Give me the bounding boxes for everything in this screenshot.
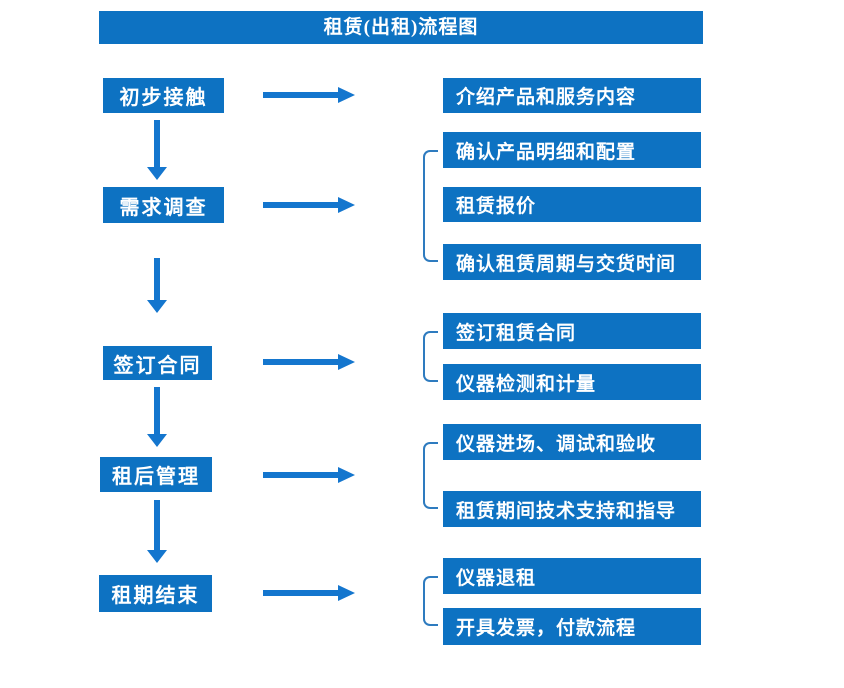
right-arrow-icon-3 <box>263 354 355 370</box>
group-bracket-demand-survey <box>423 150 438 262</box>
down-arrow-icon-2 <box>147 258 167 313</box>
step-box-rental-end: 租期结束 <box>99 575 212 612</box>
detail-box-sign-rental-contract: 签订租赁合同 <box>443 313 701 349</box>
step-box-initial-contact: 初步接触 <box>103 78 224 113</box>
detail-box-instrument-return: 仪器退租 <box>443 558 701 594</box>
detail-box-confirm-period-delivery: 确认租赁周期与交货时间 <box>443 244 701 280</box>
flowchart-title: 租赁(出租)流程图 <box>99 11 703 44</box>
detail-box-rental-quote: 租赁报价 <box>443 187 701 222</box>
step-box-demand-survey: 需求调查 <box>103 187 224 223</box>
step-box-post-rental-management: 租后管理 <box>100 457 212 492</box>
right-arrow-icon-2 <box>263 197 355 213</box>
detail-box-instrument-entry-acceptance: 仪器进场、调试和验收 <box>443 424 701 460</box>
down-arrow-icon-4 <box>147 500 167 563</box>
group-bracket-post-rental <box>423 442 438 509</box>
step-box-sign-contract: 签订合同 <box>103 346 212 380</box>
right-arrow-icon-1 <box>263 87 355 103</box>
down-arrow-icon-1 <box>147 120 167 180</box>
group-bracket-rental-end <box>423 576 438 626</box>
detail-box-introduce-products: 介绍产品和服务内容 <box>443 78 701 113</box>
detail-box-technical-support: 租赁期间技术支持和指导 <box>443 491 701 527</box>
down-arrow-icon-3 <box>147 387 167 447</box>
group-bracket-sign-contract <box>423 331 438 382</box>
right-arrow-icon-5 <box>263 585 355 601</box>
right-arrow-icon-4 <box>263 467 355 483</box>
detail-box-instrument-testing: 仪器检测和计量 <box>443 364 701 400</box>
detail-box-confirm-product-config: 确认产品明细和配置 <box>443 132 701 168</box>
detail-box-invoice-payment: 开具发票，付款流程 <box>443 608 701 645</box>
